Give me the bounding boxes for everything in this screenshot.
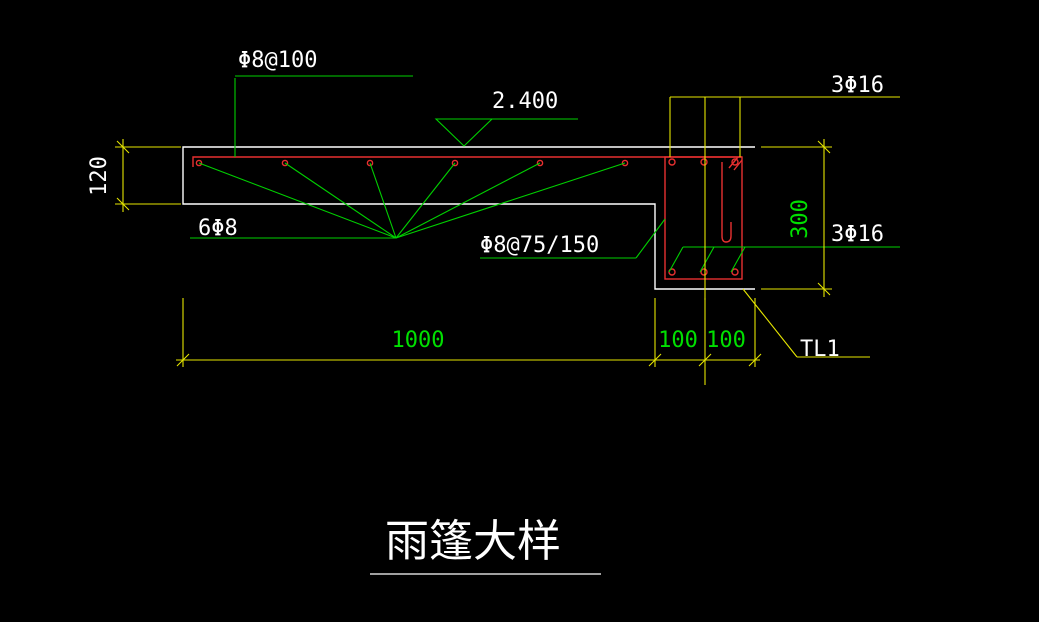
beam-bottom-rebar-label: 3Φ16 (831, 222, 884, 247)
dim-tick (176, 353, 190, 367)
dimension-lines (115, 96, 900, 385)
leader-line (668, 246, 684, 273)
dim-tick (817, 282, 831, 296)
rebar-dot (731, 268, 739, 276)
rebar-dots (195, 158, 739, 276)
rebar-dot (621, 159, 629, 167)
dim-tick (648, 353, 662, 367)
rebar-dot (731, 158, 739, 166)
anchor-bar (721, 162, 732, 243)
beam-left-dimension: 100 (658, 328, 698, 353)
elevation-label: 2.400 (492, 89, 558, 114)
leader-line (395, 162, 541, 239)
beam-right-dimension: 100 (706, 328, 746, 353)
rebar-dot (536, 159, 544, 167)
distribution-rebar-label: 6Φ8 (198, 216, 238, 241)
dim-tick (817, 140, 831, 154)
canopy-slab-outline (182, 146, 755, 290)
slab-thickness-dimension: 120 (87, 156, 112, 196)
rebar-dot (451, 159, 459, 167)
rebar-dot (668, 158, 676, 166)
drawing-title: 雨篷大样 (385, 516, 561, 567)
concrete-outline (182, 146, 755, 290)
rebar-dot (281, 159, 289, 167)
dim-tick (698, 353, 712, 367)
leader-line (369, 162, 397, 239)
beam-height-dimension: 300 (788, 199, 813, 239)
rebar-dot (195, 159, 203, 167)
beam-stirrup (664, 156, 743, 280)
rebar-group (192, 156, 743, 280)
leader-lines (190, 75, 900, 273)
elevation-marker (434, 118, 578, 147)
rebar-dot (700, 158, 708, 166)
slab-top-rebar-line (192, 156, 742, 167)
leader-line (284, 162, 397, 239)
dim-tick (116, 197, 130, 211)
beam-leader (742, 288, 798, 358)
stirrup-label: Φ8@75/150 (480, 233, 599, 258)
rebar-dot (366, 159, 374, 167)
dim-tick (748, 353, 762, 367)
beam-top-rebar-label: 3Φ16 (831, 73, 884, 98)
elevation-triangle (434, 118, 494, 147)
leader-line (198, 162, 397, 239)
slab-top-rebar-label: Φ8@100 (238, 48, 317, 73)
leader-line (699, 246, 715, 273)
leader-line (730, 246, 746, 273)
canopy-length-dimension: 1000 (392, 328, 445, 353)
leader-line (395, 162, 456, 239)
dim-tick (116, 140, 130, 154)
beam-label: TL1 (800, 337, 840, 362)
leader-line (635, 218, 666, 259)
rebar-dot (700, 268, 708, 276)
leader-line (395, 162, 626, 239)
